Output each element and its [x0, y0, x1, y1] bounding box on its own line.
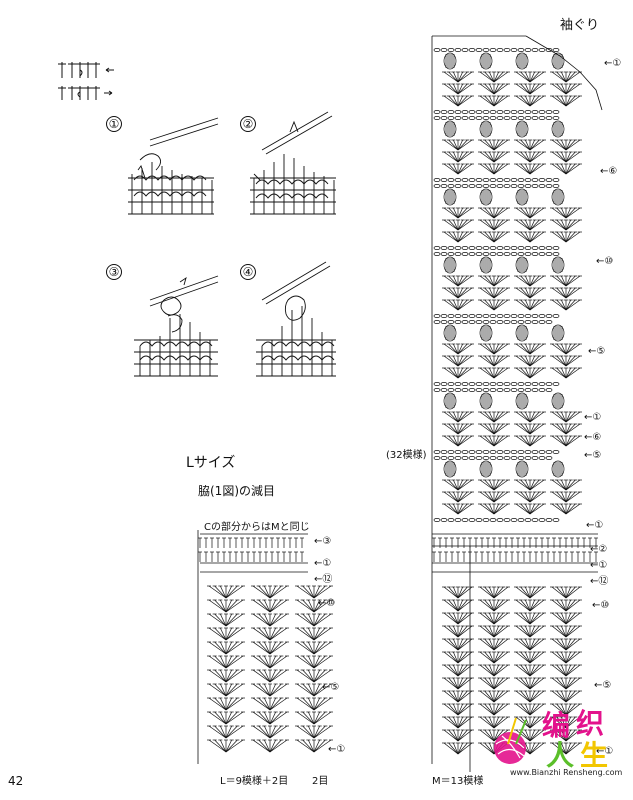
page-number: 42	[8, 774, 24, 788]
bottom-left-extra: 2目	[312, 776, 329, 787]
bottom-left-count: L＝9模様＋2目	[220, 776, 289, 787]
right-marker-10: ←①	[590, 560, 608, 571]
decrease-subtitle: 脇(1図)の減目	[198, 484, 275, 498]
step-3-illustration	[134, 275, 219, 377]
yarn-ball-icon	[494, 717, 527, 764]
right-marker-13: ←⑤	[594, 680, 612, 691]
left-marker-3: ←⑫	[314, 574, 333, 585]
logo-char-1: 编	[542, 709, 571, 742]
right-marker-4: ←⑤	[588, 346, 606, 357]
right-marker-5: ←①	[584, 412, 602, 423]
right-marker-3: ←⑩	[596, 256, 614, 267]
left-marker-2: ←①	[314, 558, 332, 569]
repeat-count-label: (32模様)	[386, 450, 427, 461]
right-marker-8: ←①	[586, 520, 604, 531]
armhole-title: 袖ぐり	[560, 18, 600, 33]
right-marker-2: ←⑥	[600, 166, 618, 177]
size-label: Lサイズ	[186, 455, 236, 471]
right-marker-6: ←⑥	[584, 432, 602, 443]
logo-char-2: 织	[576, 707, 605, 740]
right-marker-14: ←①	[596, 746, 614, 757]
site-watermark-logo: 编 织 人 生 www.Bianzhi Rensheng.com	[486, 704, 628, 780]
left-marker-1: ←③	[314, 536, 332, 547]
watermark-site: www.Bianzhi Rensheng.com	[510, 768, 623, 777]
right-marker-12: ←⑩	[592, 600, 610, 611]
left-marker-5: ←⑤	[322, 682, 340, 693]
note-c-section: Cの部分からはMと同じ	[204, 522, 310, 533]
step-1-illustration	[128, 117, 219, 215]
logo-char-3: 人	[546, 739, 575, 772]
step-1-number: ①	[106, 116, 122, 132]
right-marker-1: ←①	[604, 58, 622, 69]
right-marker-11: ←⑫	[590, 576, 609, 587]
logo-char-4: 生	[580, 739, 609, 772]
step-4-number: ④	[240, 264, 256, 280]
right-marker-9: ←②	[590, 544, 608, 555]
step-3-number: ③	[106, 264, 122, 280]
left-marker-4: ←⑩	[318, 598, 336, 609]
right-marker-7: ←⑤	[584, 450, 602, 461]
bottom-right-count: M＝13模様	[432, 776, 484, 787]
step-2-number: ②	[240, 116, 256, 132]
step-4-illustration	[256, 261, 336, 377]
left-marker-6: ←①	[328, 744, 346, 755]
step-2-illustration	[250, 111, 336, 215]
